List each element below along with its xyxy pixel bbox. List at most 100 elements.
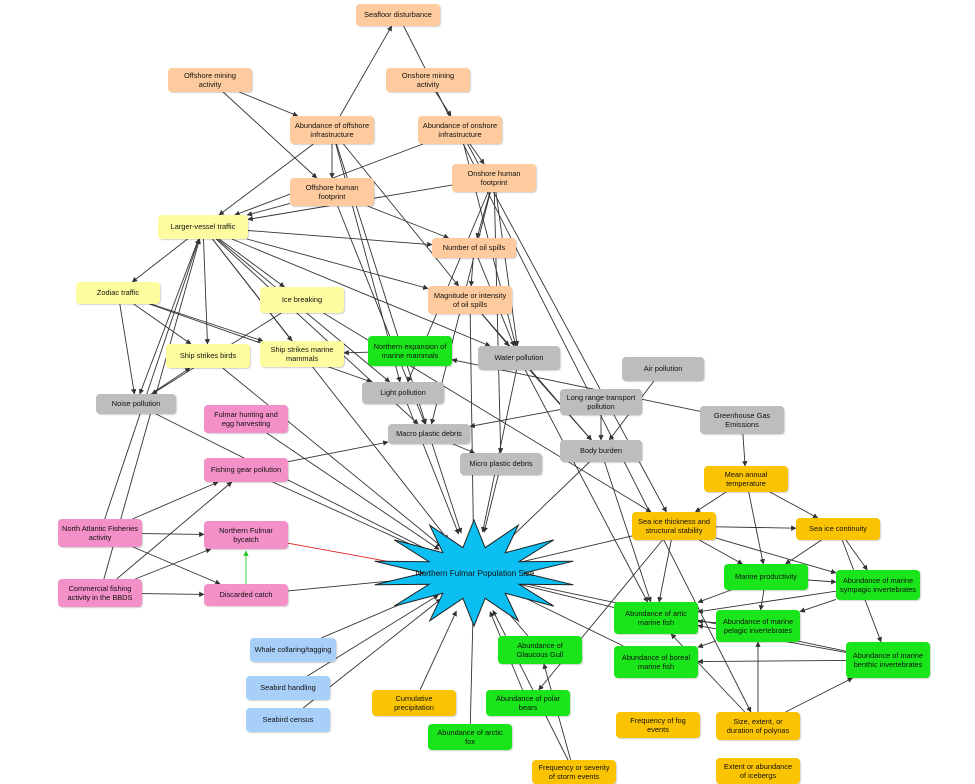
edge-sea_ice_thick-to-marine_prod bbox=[699, 539, 743, 565]
edge-marine_prod-to-sympagic bbox=[807, 578, 837, 585]
node-discarded-catch[interactable]: Discarded catch bbox=[204, 584, 288, 606]
edge-hunting-to-fulmar bbox=[266, 432, 440, 550]
node-artic-marine-fish[interactable]: Abundance of artic marine fish bbox=[614, 602, 698, 634]
edge-na_fisheries-to-discarded bbox=[132, 546, 221, 585]
node-noise-pollution[interactable]: Noise pollution bbox=[96, 394, 176, 414]
node-larger-vessel-traffic[interactable]: Larger-vessel traffic bbox=[158, 215, 248, 239]
edge-commercial-to-discarded bbox=[141, 591, 205, 598]
edge-oil_magnitude-to-fulmar bbox=[469, 313, 477, 532]
node-offshore-mining-activity[interactable]: Offshore mining activity bbox=[168, 68, 252, 92]
edge-sea_ice_thick-to-sea_ice_cont bbox=[715, 525, 797, 531]
node-onshore-infrastructure[interactable]: Abundance of onshore infrastructure bbox=[418, 116, 502, 144]
node-body-burden[interactable]: Body burden bbox=[560, 440, 642, 462]
node-water-pollution[interactable]: Water pollution bbox=[478, 346, 560, 370]
edge-marine_prod-to-artic_fish bbox=[697, 589, 732, 604]
edge-offshore_infra-to-oil_magnitude bbox=[343, 143, 459, 287]
node-glaucous-gull[interactable]: Abundance of Glaucous Gull bbox=[498, 636, 582, 664]
node-sympagic-invertebrates[interactable]: Abundance of marine sympagic invertebrat… bbox=[836, 570, 920, 600]
edge-long_range-to-macro_plastic bbox=[469, 409, 561, 429]
node-benthic-invertebrates[interactable]: Abundance of marine benthic invertebrate… bbox=[846, 642, 930, 678]
node-ship-strikes-birds[interactable]: Ship strikes birds bbox=[166, 344, 250, 368]
node-arctic-fox[interactable]: Abundance of arctic fox bbox=[428, 724, 512, 750]
edge-na_fisheries-to-bycatch bbox=[141, 531, 205, 538]
edge-sea_ice_cont-to-marine_prod bbox=[785, 539, 822, 565]
edge-larger_vessel-to-fulmar bbox=[212, 238, 449, 541]
northern-fulmar-star bbox=[374, 518, 574, 628]
edge-water_pollution-to-fulmar bbox=[480, 369, 517, 533]
node-greenhouse-gas-emissions[interactable]: Greenhouse Gas Emissions bbox=[700, 406, 784, 434]
node-fishing-gear-pollution[interactable]: Fishing gear pollution bbox=[204, 458, 288, 482]
edge-mean_temp-to-sea_ice_cont bbox=[769, 491, 819, 519]
edge-cum_precip-to-fulmar bbox=[419, 610, 457, 691]
node-boreal-marine-fish[interactable]: Abundance of boreal marine fish bbox=[614, 646, 698, 678]
node-sea-ice-continuity[interactable]: Sea ice continuity bbox=[796, 518, 880, 540]
node-light-pollution[interactable]: Light pollution bbox=[362, 382, 444, 404]
edge-onshore_infra-to-onshore_footprint bbox=[469, 143, 485, 165]
edge-offshore_footprint-to-larger_vessel bbox=[246, 202, 291, 217]
node-cumulative-precipitation[interactable]: Cumulative precipitation bbox=[372, 690, 456, 716]
node-whale-collaring-tagging[interactable]: Whale collaring/tagging bbox=[250, 638, 336, 662]
node-offshore-infrastructure[interactable]: Abundance of offshore infrastructure bbox=[290, 116, 374, 144]
edge-mean_temp-to-marine_prod bbox=[748, 491, 765, 565]
edge-seabird_handling-to-fulmar bbox=[307, 594, 439, 677]
node-polynas[interactable]: Size, extent, or duration of polynas bbox=[716, 712, 800, 740]
node-oil-spill-magnitude[interactable]: Magnitude or intensity of oil spills bbox=[428, 286, 512, 314]
center-node-label: Northern Fulmar Population Size bbox=[415, 568, 535, 578]
node-fulmar-hunting-egg-harvesting[interactable]: Fulmar hunting and egg harvesting bbox=[204, 405, 288, 433]
node-north-atlantic-fisheries[interactable]: North Atlantic Fisheries activity bbox=[58, 519, 142, 547]
edge-sympagic-to-artic_fish bbox=[697, 590, 837, 614]
edge-noise-to-fulmar bbox=[155, 413, 437, 555]
edge-ship_birds-to-fulmar bbox=[222, 367, 442, 547]
edge-sea_ice_thick-to-polar_bears bbox=[538, 539, 663, 691]
node-number-of-oil-spills[interactable]: Number of oil spills bbox=[432, 238, 516, 258]
node-onshore-human-footprint[interactable]: Onshore human footprint bbox=[452, 164, 536, 192]
node-storm-events[interactable]: Frequency or severity of storm events bbox=[532, 760, 616, 784]
node-marine-productivity[interactable]: Marine productivity bbox=[724, 564, 808, 590]
edge-onshore_footprint-to-oil_spills bbox=[475, 191, 491, 239]
edge-larger_vessel-to-noise bbox=[138, 238, 199, 395]
edge-pelagic-to-boreal_fish bbox=[697, 640, 717, 649]
edge-arctic_fox-to-fulmar bbox=[469, 614, 476, 725]
node-ice-breaking[interactable]: Ice breaking bbox=[260, 287, 344, 313]
node-seafloor-disturbance[interactable]: Seafloor disturbance bbox=[356, 4, 440, 26]
edge-sea_ice_thick-to-sympagic bbox=[715, 537, 837, 575]
edge-fishing_gear-to-macro_plastic bbox=[287, 440, 389, 463]
node-sea-ice-thickness[interactable]: Sea ice thickness and structural stabili… bbox=[632, 512, 716, 540]
edge-larger_vessel-to-oil_spills bbox=[247, 230, 433, 248]
edge-body_burden-to-artic_fish bbox=[604, 461, 652, 603]
node-macro-plastic-debris[interactable]: Macro plastic debris bbox=[388, 424, 470, 444]
edge-boreal_fish-to-fulmar bbox=[511, 591, 624, 647]
edge-zodiac-to-noise bbox=[119, 303, 137, 395]
edge-offshore_infra-to-seafloor bbox=[339, 25, 393, 117]
edge-na_fisheries-to-larger_vessel bbox=[104, 238, 201, 520]
edge-larger_vessel-to-ice_breaking bbox=[219, 238, 285, 288]
node-fog-events[interactable]: Frequency of fog events bbox=[616, 712, 700, 738]
node-seabird-census[interactable]: Seabird census bbox=[246, 708, 330, 732]
node-ship-strikes-marine-mammals[interactable]: Ship strikes marine mammals bbox=[260, 341, 344, 367]
node-icebergs[interactable]: Extent or abundance of icebergs bbox=[716, 758, 800, 784]
node-long-range-transport-pollution[interactable]: Long range transport pollution bbox=[560, 389, 642, 415]
edge-artic_fish-to-fulmar bbox=[514, 581, 615, 609]
edge-larger_vessel-to-water_pollution bbox=[231, 238, 491, 347]
node-pelagic-invertebrates[interactable]: Abundance of marine pelagic invertebrate… bbox=[716, 610, 800, 642]
node-onshore-mining-activity[interactable]: Onshore mining activity bbox=[386, 68, 470, 92]
node-commercial-fishing-bbds[interactable]: Commercial fishing activity in the BBDS bbox=[58, 579, 142, 607]
node-offshore-human-footprint[interactable]: Offshore human footprint bbox=[290, 178, 374, 206]
node-seabird-handling[interactable]: Seabird handling bbox=[246, 676, 330, 700]
node-polar-bears[interactable]: Abundance of polar bears bbox=[486, 690, 570, 716]
edge-mean_temp-to-sea_ice_thick bbox=[694, 491, 727, 513]
node-zodiac-traffic[interactable]: Zodiac traffic bbox=[76, 282, 160, 304]
edge-body_burden-to-fulmar bbox=[503, 461, 590, 545]
edge-zodiac-to-ship_mammals bbox=[151, 303, 264, 343]
edge-onshore_footprint-to-micro_plastic bbox=[493, 191, 504, 454]
node-micro-plastic-debris[interactable]: Micro plastic debris bbox=[460, 453, 542, 475]
edge-larger_vessel-to-zodiac bbox=[131, 238, 188, 283]
node-air-pollution[interactable]: Air pollution bbox=[622, 357, 704, 381]
edge-polynas-to-benthic bbox=[785, 677, 853, 713]
edge-offshore_infra-to-larger_vessel bbox=[218, 143, 314, 216]
node-mean-annual-temperature[interactable]: Mean annual temperature bbox=[704, 466, 788, 492]
node-fulmar-bycatch[interactable]: Northern Fulmar bycatch bbox=[204, 521, 288, 549]
node-northern-expansion-marine-mammals[interactable]: Northern expansion of marine mammals bbox=[368, 336, 452, 366]
edge-bycatch-to-fulmar-red bbox=[287, 542, 403, 566]
edge-commercial-to-fishing_gear bbox=[116, 481, 233, 580]
